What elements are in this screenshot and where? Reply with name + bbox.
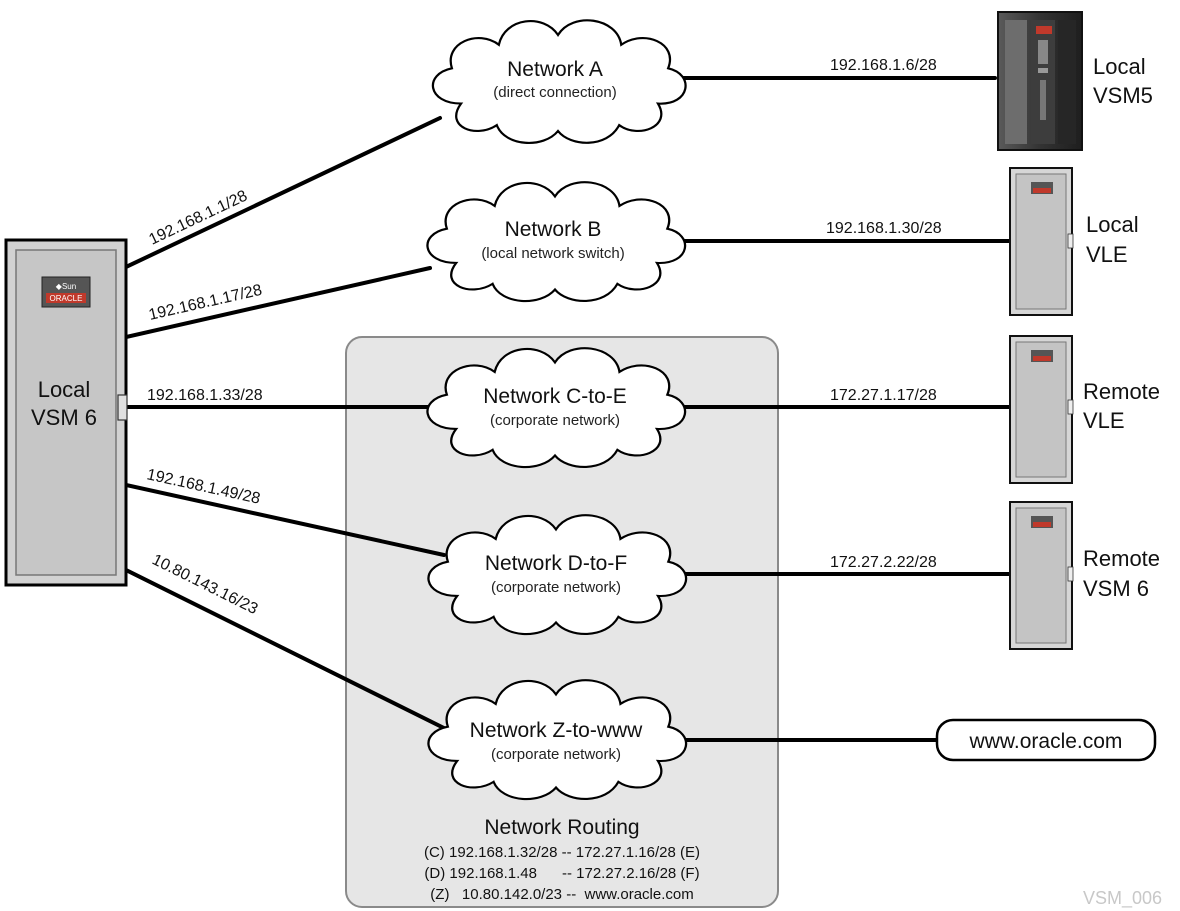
label-ip-a-right: 192.168.1.6/28 [830, 57, 937, 74]
remote-vle-line2: VLE [1083, 408, 1125, 433]
label-ip-b-right: 192.168.1.30/28 [826, 220, 942, 237]
network-d-subtitle: (corporate network) [491, 579, 621, 596]
oracle-url-text: www.oracle.com [969, 730, 1123, 753]
badge-oracle-text: ORACLE [50, 294, 83, 303]
connection-lines [124, 76, 1012, 742]
label-ip-c-right: 172.27.1.17/28 [830, 387, 937, 404]
local-vle-line2: VLE [1086, 242, 1128, 267]
link-vsm6-network-b [124, 266, 432, 339]
link-vsm6-network-d [124, 483, 446, 557]
left-link-labels: 192.168.1.1/28 192.168.1.17/28 192.168.1… [145, 187, 264, 618]
routing-title: Network Routing [484, 816, 639, 839]
cloud-network-a [431, 19, 687, 145]
device-remote-vsm6: Remote VSM 6 [1009, 501, 1160, 650]
routing-row-z: (Z) 10.80.142.0/23 -- www.oracle.com [430, 886, 693, 903]
link-vsm6-network-z [124, 568, 466, 740]
label-ip-d-right: 172.27.2.22/28 [830, 554, 937, 571]
right-link-labels: 192.168.1.6/28 192.168.1.30/28 172.27.1.… [826, 57, 942, 571]
remote-vle-line1: Remote [1083, 379, 1160, 404]
device-local-vle: Local VLE [1009, 167, 1139, 316]
network-d-title: Network D-to-F [485, 552, 627, 575]
network-z-subtitle: (corporate network) [491, 746, 621, 763]
label-ip-c-left: 192.168.1.33/28 [147, 387, 263, 404]
remote-vsm6-line1: Remote [1083, 546, 1160, 571]
local-vsm5-line1: Local [1093, 54, 1146, 79]
link-vsm6-network-a [124, 116, 442, 269]
local-vsm5-line2: VSM5 [1093, 83, 1153, 108]
network-a-title: Network A [507, 58, 603, 81]
network-b-subtitle: (local network switch) [481, 245, 624, 262]
network-b-title: Network B [505, 218, 602, 241]
local-vle-line1: Local [1086, 212, 1139, 237]
oracle-url-box: www.oracle.com [935, 718, 1157, 762]
cloud-network-b [426, 181, 687, 303]
local-vsm6-line1: Local [38, 377, 91, 402]
network-a-subtitle: (direct connection) [493, 84, 616, 101]
network-c-subtitle: (corporate network) [490, 412, 620, 429]
oracle-sun-badge: ◆Sun ORACLE [41, 276, 91, 308]
network-c-title: Network C-to-E [483, 385, 627, 408]
network-z-title: Network Z-to-www [470, 719, 644, 742]
label-ip-a-left: 192.168.1.1/28 [146, 187, 250, 248]
badge-sun-text: ◆Sun [56, 282, 76, 291]
figure-id-watermark: VSM_006 [1083, 888, 1162, 909]
device-remote-vle: Remote VLE [1009, 335, 1160, 484]
remote-vsm6-line2: VSM 6 [1083, 576, 1149, 601]
routing-row-c: (C) 192.168.1.32/28 -- 172.27.1.16/28 (E… [424, 844, 700, 861]
local-vsm6-line2: VSM 6 [31, 405, 97, 430]
device-local-vsm6: ◆Sun ORACLE Local VSM 6 [4, 238, 128, 587]
routing-row-d: (D) 192.168.1.48 -- 172.27.2.16/28 (F) [424, 865, 699, 882]
device-local-vsm5: Local VSM5 [997, 11, 1153, 151]
